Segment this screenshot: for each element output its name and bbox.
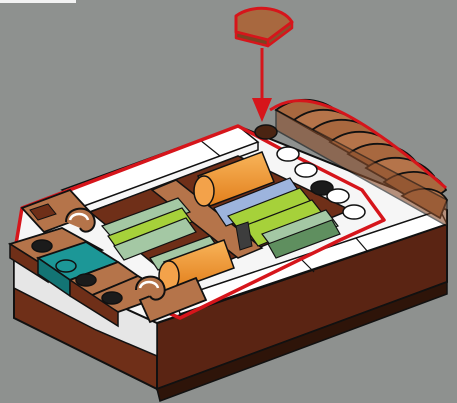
placement-arrow	[252, 48, 272, 122]
new-part-callout	[236, 8, 292, 46]
corner-artifact	[0, 0, 76, 3]
